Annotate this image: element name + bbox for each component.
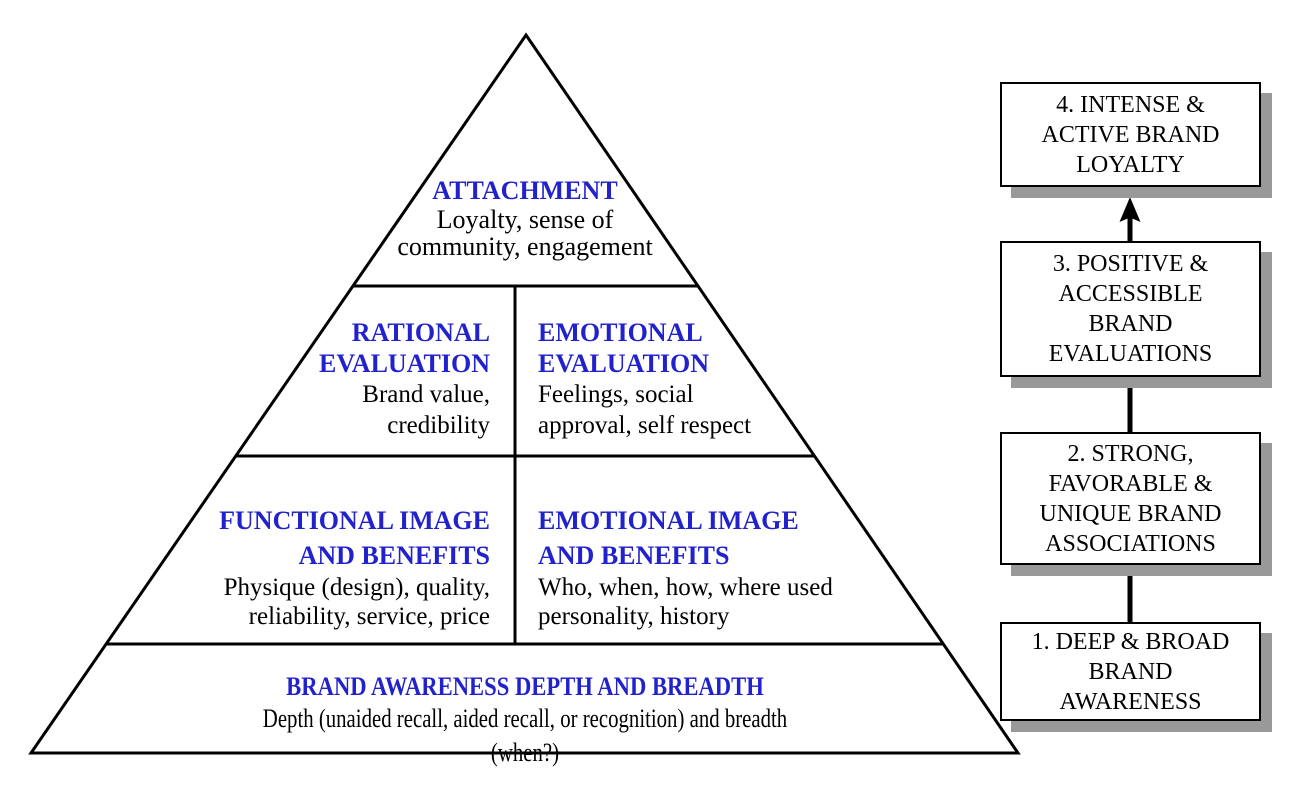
emotional-image-heading-line2: AND BENEFITS — [538, 541, 730, 570]
emotional-image-body: Who, when, how, where used personality, … — [538, 573, 908, 631]
ladder-step-2-line3: UNIQUE BRAND — [1039, 500, 1222, 527]
rational-evaluation-heading-line1: RATIONAL — [351, 318, 490, 347]
ladder-step-2-text: 2. STRONG, FAVORABLE & UNIQUE BRAND ASSO… — [1040, 439, 1222, 559]
rational-evaluation-body-line1: Brand value, — [362, 381, 490, 408]
ladder-step-3-text: 3. POSITIVE & ACCESSIBLE BRAND EVALUATIO… — [1049, 249, 1213, 369]
emotional-evaluation-body-line1: Feelings, social — [538, 381, 694, 408]
ladder-step-4-line1: 4. INTENSE & — [1056, 91, 1205, 118]
pyramid-level-brand-awareness: BRAND AWARENESS DEPTH AND BREADTH Depth … — [155, 672, 895, 770]
ladder-step-1-line3: AWARENESS — [1059, 688, 1202, 715]
ladder-step-1-line2: BRAND — [1088, 658, 1173, 685]
pyramid-cell-rational-evaluation: RATIONAL EVALUATION Brand value, credibi… — [190, 317, 490, 441]
arrow-up-icon — [1119, 197, 1141, 222]
emotional-evaluation-body-line2: approval, self respect — [538, 412, 752, 439]
ladder-step-4-box: 4. INTENSE & ACTIVE BRAND LOYALTY — [1000, 82, 1261, 187]
ladder-step-3-line3: BRAND — [1088, 311, 1173, 337]
emotional-image-heading: EMOTIONAL IMAGE AND BENEFITS — [538, 503, 908, 573]
pyramid-level-attachment: ATTACHMENT Loyalty, sense of community, … — [345, 176, 705, 260]
functional-image-heading-line1: FUNCTIONAL IMAGE — [219, 506, 490, 535]
emotional-image-body-line2: personality, history — [538, 603, 730, 630]
ladder-step-3-line4: EVALUATIONS — [1048, 341, 1213, 367]
ladder-step-3-line1: 3. POSITIVE & — [1052, 251, 1209, 277]
ladder-step-3-line2: ACCESSIBLE — [1058, 281, 1203, 307]
ladder-step-2-box: 2. STRONG, FAVORABLE & UNIQUE BRAND ASSO… — [1000, 432, 1261, 565]
ladder-step-4-text: 4. INTENSE & ACTIVE BRAND LOYALTY — [1042, 90, 1220, 180]
attachment-body-line2: community, engagement — [397, 232, 653, 261]
brand-awareness-body: Depth (unaided recall, aided recall, or … — [262, 704, 788, 767]
ladder-step-1-text: 1. DEEP & BROAD BRAND AWARENESS — [1032, 627, 1230, 717]
emotional-image-body-line1: Who, when, how, where used — [538, 574, 833, 601]
ladder-step-1-line1: 1. DEEP & BROAD — [1031, 628, 1230, 655]
ladder-step-3-box: 3. POSITIVE & ACCESSIBLE BRAND EVALUATIO… — [1000, 241, 1261, 377]
pyramid-cell-emotional-evaluation: EMOTIONAL EVALUATION Feelings, social ap… — [538, 317, 848, 441]
attachment-body-line1: Loyalty, sense of — [436, 205, 614, 234]
ladder-step-1-box: 1. DEEP & BROAD BRAND AWARENESS — [1000, 622, 1261, 721]
emotional-evaluation-heading-line1: EMOTIONAL — [538, 318, 703, 347]
functional-image-body-line1: Physique (design), quality, — [223, 574, 490, 601]
brand-awareness-heading: BRAND AWARENESS DEPTH AND BREADTH — [286, 672, 764, 701]
emotional-image-heading-line1: EMOTIONAL IMAGE — [538, 506, 799, 535]
functional-image-heading-line2: AND BENEFITS — [298, 541, 490, 570]
functional-image-body: Physique (design), quality, reliability,… — [140, 573, 490, 631]
pyramid-cell-emotional-image: EMOTIONAL IMAGE AND BENEFITS Who, when, … — [538, 503, 908, 631]
functional-image-body-line2: reliability, service, price — [248, 603, 490, 630]
pyramid-outline — [28, 32, 1021, 755]
ladder-step-2-line4: ASSOCIATIONS — [1045, 530, 1216, 557]
pyramid-cell-functional-image: FUNCTIONAL IMAGE AND BENEFITS Physique (… — [140, 503, 490, 631]
functional-image-heading: FUNCTIONAL IMAGE AND BENEFITS — [140, 503, 490, 573]
ladder-step-2-line1: 2. STRONG, — [1067, 440, 1194, 467]
ladder-step-4-line2: ACTIVE BRAND — [1041, 121, 1220, 148]
ladder-step-2-line2: FAVORABLE & — [1048, 470, 1213, 497]
rational-evaluation-body-line2: credibility — [387, 412, 490, 439]
ladder-step-4-line3: LOYALTY — [1076, 151, 1185, 178]
emotional-evaluation-heading-line2: EVALUATION — [538, 349, 709, 378]
rational-evaluation-heading-line2: EVALUATION — [319, 349, 490, 378]
attachment-heading: ATTACHMENT — [432, 176, 618, 205]
